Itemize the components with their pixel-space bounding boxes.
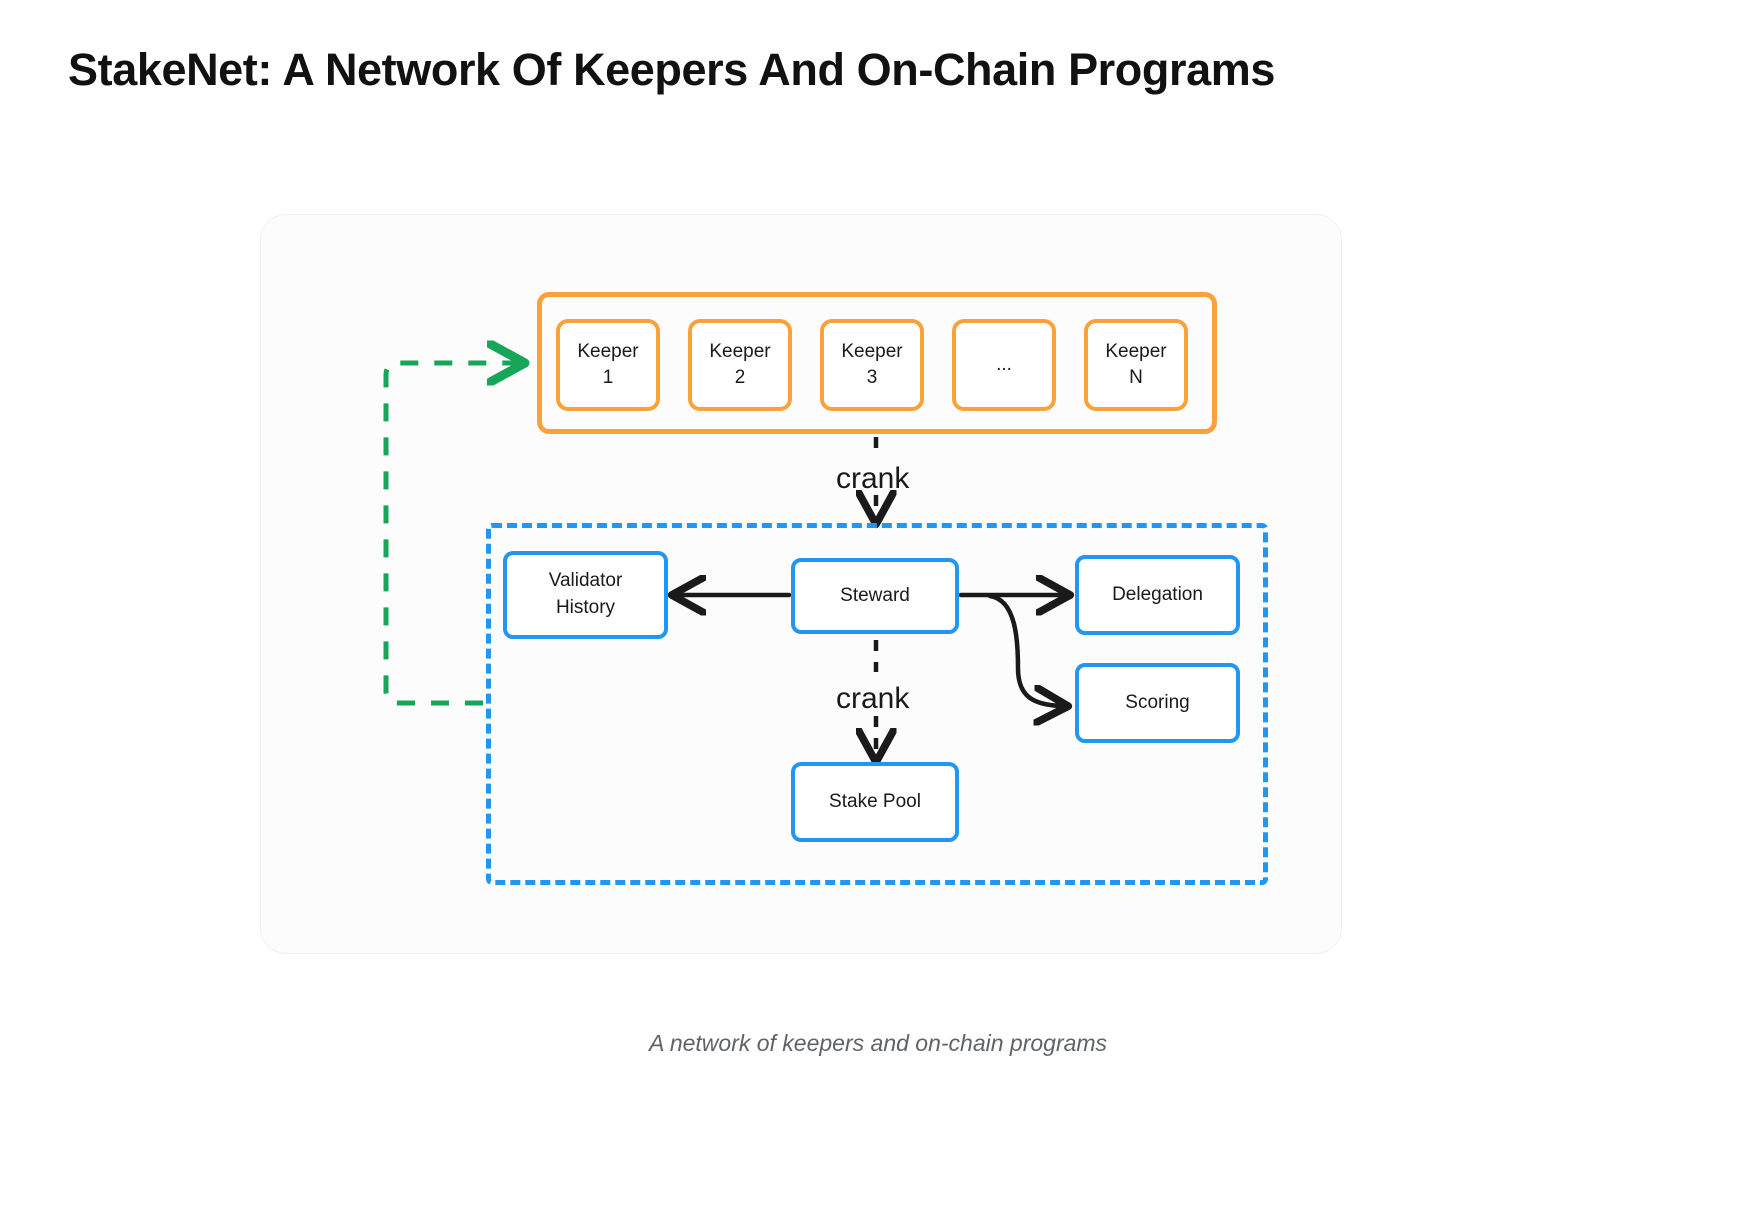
keeper-ellipsis-label: ... xyxy=(996,354,1012,376)
program-label-line1: Validator xyxy=(548,570,623,592)
crank-label-bottom: crank xyxy=(836,682,910,715)
program-label-line1: Stake Pool xyxy=(829,790,921,812)
crank-label-top: crank xyxy=(836,462,910,495)
program-box-scoring[interactable]: Scoring xyxy=(1075,663,1240,743)
keeper-group-container: Keeper 1 Keeper 2 Keeper 3 ... Keeper N xyxy=(537,292,1217,434)
keeper-label-line2: 3 xyxy=(866,367,878,388)
program-label-line1: Delegation xyxy=(1112,583,1203,605)
program-box-validator-history[interactable]: Validator History xyxy=(503,551,668,639)
keeper-box-n[interactable]: Keeper N xyxy=(1084,319,1188,411)
keeper-box-ellipsis[interactable]: ... xyxy=(952,319,1056,411)
page-title: StakeNet: A Network Of Keepers And On-Ch… xyxy=(68,44,1275,95)
keeper-label-line1: Keeper xyxy=(841,341,903,363)
keeper-label-line1: Keeper xyxy=(709,341,771,363)
figure-caption: A network of keepers and on-chain progra… xyxy=(648,1030,1108,1056)
program-label-line1: Steward xyxy=(840,584,910,606)
programs-group-container xyxy=(486,523,1268,885)
keeper-box-1[interactable]: Keeper 1 xyxy=(556,319,660,411)
keeper-box-2[interactable]: Keeper 2 xyxy=(688,319,792,411)
keeper-label-line1: Keeper xyxy=(1105,341,1167,363)
program-box-stake-pool[interactable]: Stake Pool xyxy=(791,762,959,842)
program-label-line1: Scoring xyxy=(1125,691,1190,713)
program-box-delegation[interactable]: Delegation xyxy=(1075,555,1240,635)
program-label-line2: History xyxy=(555,597,616,618)
program-box-steward[interactable]: Steward xyxy=(791,558,959,634)
keeper-label-line2: N xyxy=(1129,367,1143,388)
keeper-box-3[interactable]: Keeper 3 xyxy=(820,319,924,411)
keeper-label-line2: 2 xyxy=(734,367,746,388)
keeper-label-line1: Keeper xyxy=(577,341,639,363)
keeper-label-line2: 1 xyxy=(602,367,614,388)
